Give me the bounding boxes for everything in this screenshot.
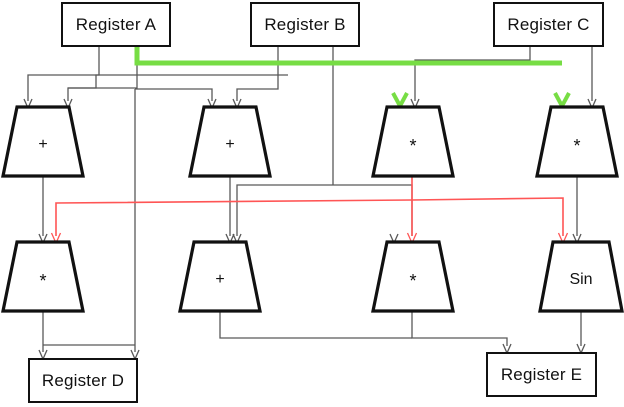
reg-d[interactable]: Register D: [28, 358, 138, 403]
add2-riser-to-reg-d-in-right: [43, 344, 136, 352]
reg-a-out-left-to-add1-in-left: [27, 47, 100, 101]
unit-mul-2-shape[interactable]: [535, 105, 619, 178]
add1-feed-step-right: [68, 74, 288, 89]
reg-e-label: Register E: [500, 364, 583, 384]
red-wire-group: [55, 176, 564, 236]
unit-mul-4-shape[interactable]: [371, 240, 455, 313]
mul1-out-red-right-to-sin: [411, 197, 564, 236]
reg-b-out-left-to-add2-in-right: [236, 47, 279, 101]
bus-row2-right-branch: [333, 184, 413, 236]
reg-b[interactable]: Register B: [250, 2, 360, 47]
unit-add-3-shape[interactable]: [178, 240, 262, 313]
reg-c-label: Register C: [507, 14, 590, 34]
add3-out-down-bus: [219, 311, 412, 339]
reg-c[interactable]: Register C: [493, 2, 604, 47]
reg-a-label: Register A: [75, 14, 157, 34]
arrow-green-mul1-in-left: [391, 92, 409, 111]
reg-a[interactable]: Register A: [61, 2, 171, 47]
arrow-green-mul2-in-left: [553, 92, 571, 111]
mul4-out-down-bus: [411, 311, 508, 346]
reg-c-out-left-to-mul1-in-right: [414, 47, 531, 101]
reg-b-label: Register B: [264, 14, 346, 34]
unit-mul-3-shape[interactable]: [1, 240, 85, 313]
unit-add-2-shape[interactable]: [188, 105, 272, 178]
red-arrowhead-group: [50, 232, 569, 245]
reg-e[interactable]: Register E: [486, 352, 597, 397]
green-wire-group: [134, 47, 562, 66]
reg-a-highlight-to-mul1-in-left: [134, 47, 400, 66]
add2-in-left-riser: [134, 88, 213, 345]
unit-add-1-shape[interactable]: [1, 105, 85, 178]
bus-row2-left-branch: [236, 184, 333, 236]
reg-d-label: Register D: [41, 370, 125, 390]
mul1-out-red-left-to-mul3: [55, 199, 413, 236]
functional-unit-shape-group: [1, 105, 624, 313]
unit-mul-1-shape[interactable]: [371, 105, 455, 178]
gray-arrowhead-group: [23, 98, 597, 361]
reg-a-out-right-down-to-add1-in-right: [67, 47, 138, 101]
unit-sin-shape[interactable]: [538, 240, 624, 313]
